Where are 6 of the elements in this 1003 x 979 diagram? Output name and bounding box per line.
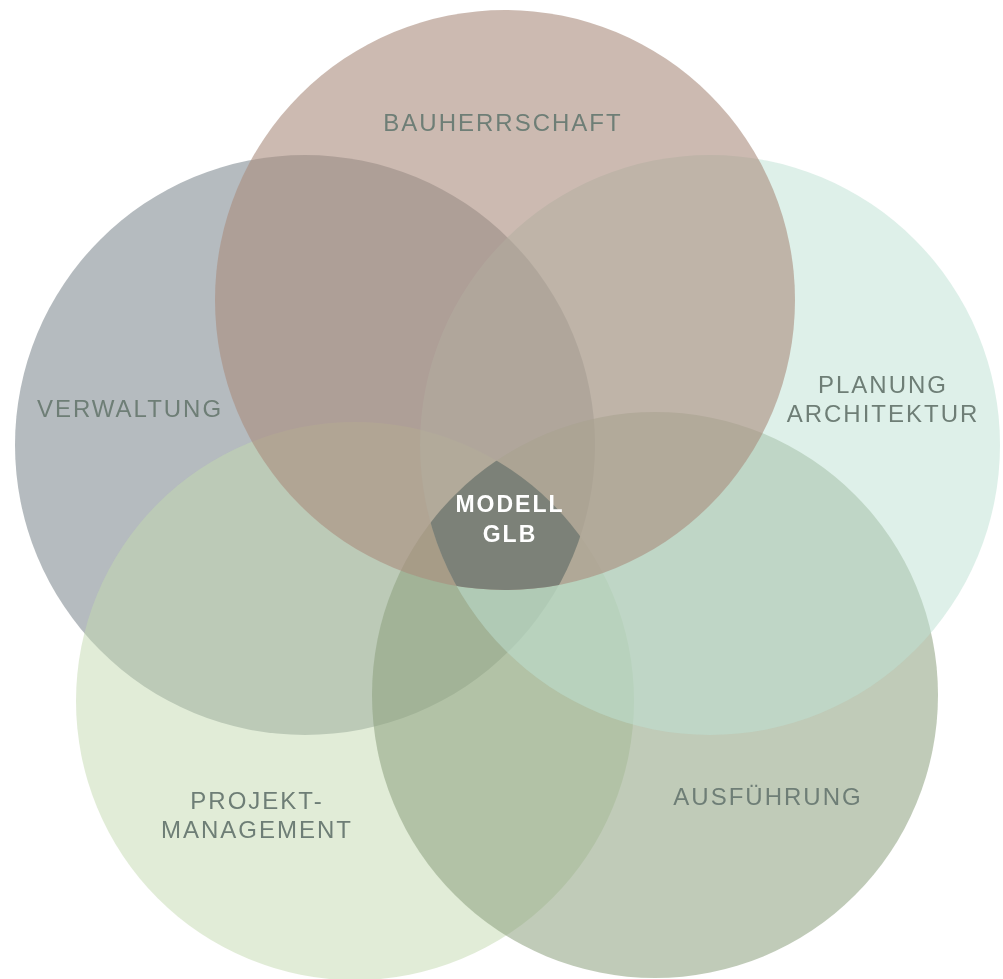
circle-label: VERWALTUNG (35, 394, 225, 424)
circle-label: PLANUNG ARCHITEKTUR (785, 371, 981, 429)
circle-label: AUSFÜHRUNG (672, 782, 864, 812)
circle-label: PROJEKT- MANAGEMENT (160, 787, 354, 845)
center-label: MODELL GLB (454, 490, 566, 549)
circle-label: BAUHERRSCHAFT (382, 108, 624, 138)
